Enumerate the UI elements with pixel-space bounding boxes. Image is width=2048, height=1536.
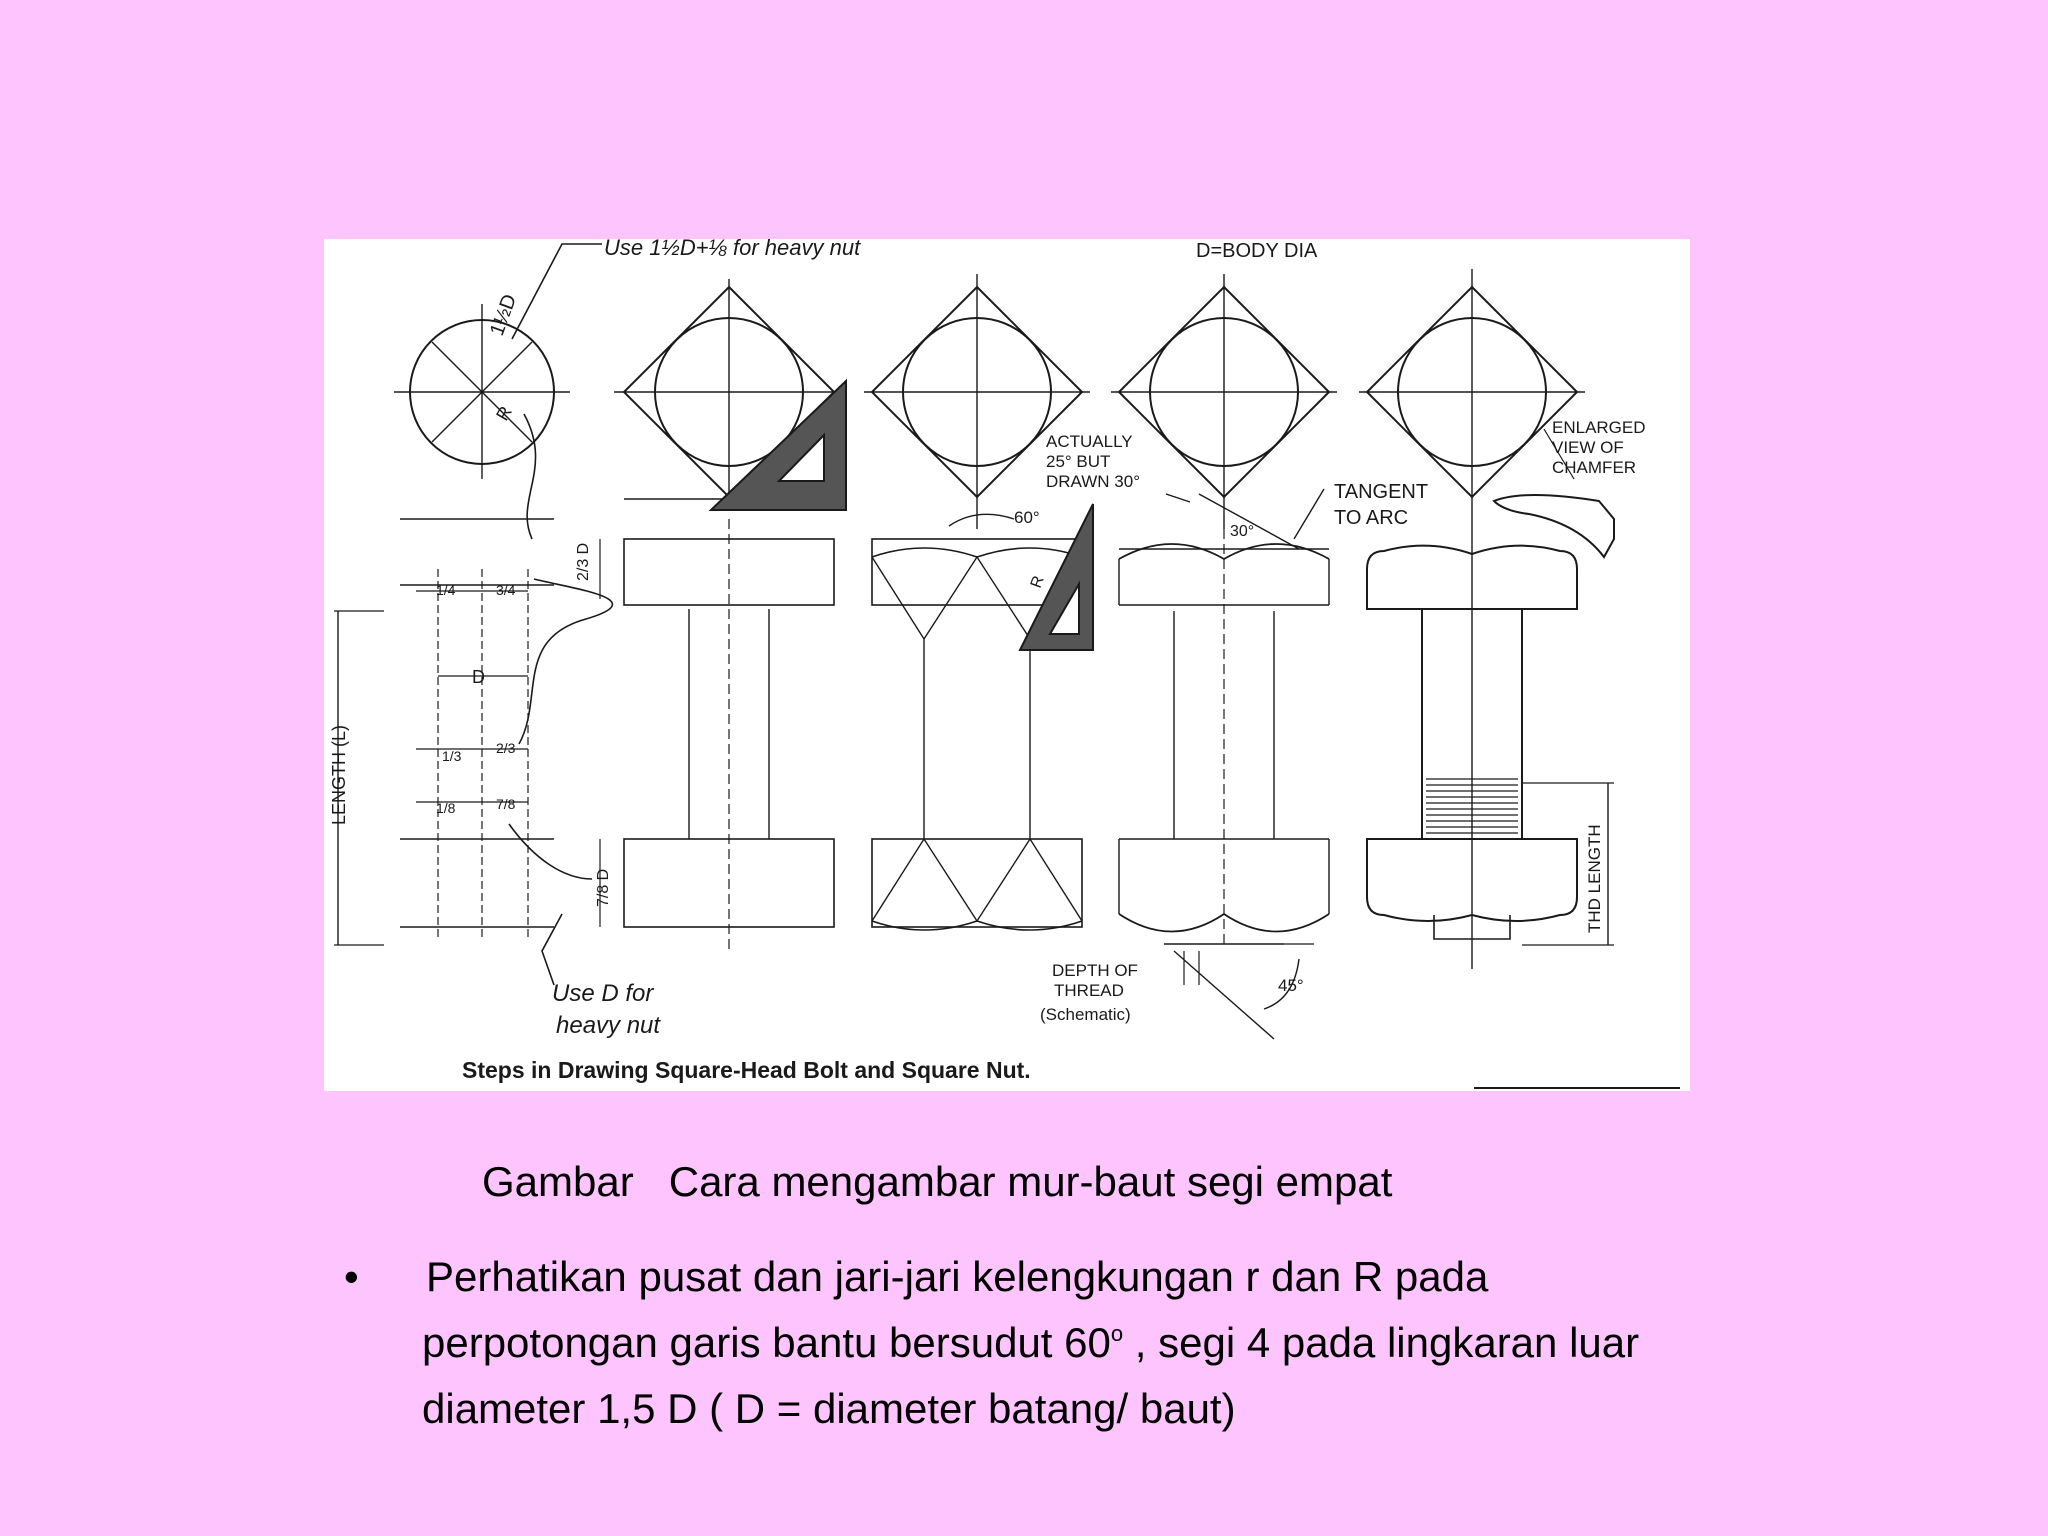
angle-30-label: 30° [1230,523,1254,540]
figure-caption: Gambar Cara mengambar mur-baut segi empa… [482,1158,1392,1206]
bullet-line-2-main: perpotongan garis bantu bersudut 60 [422,1319,1111,1366]
actually-note-line3: DRAWN 30° [1046,472,1140,491]
three-quarter-label: 3/4 [496,582,516,598]
step-1-layout [334,243,614,986]
figure-title: Steps in Drawing Square-Head Bolt and Sq… [462,1057,1031,1083]
step-3-arc-construction [864,274,1094,931]
d-label: D [472,667,485,687]
angle-60-label: 60° [1014,508,1040,527]
caption-text: Cara mengambar mur-baut segi empat [668,1158,1393,1205]
length-label: LENGTH (L) [329,725,349,825]
seven-eighth-label: 7/8 [496,796,516,812]
two-third-label: 2/3 [496,740,516,756]
enlarged-note-line1: ENLARGED [1552,418,1646,437]
enlarged-note-line2: VIEW OF [1552,438,1624,457]
bolt-drawing-figure: Use 1½D+⅛ for heavy nut D=BODY DIA 1½D R… [324,239,1690,1091]
depth-note-line1: DEPTH OF [1052,961,1138,980]
tangent-note-line2: TO ARC [1334,507,1408,529]
body-dia-note: D=BODY DIA [1196,240,1318,262]
bullet-line-2: perpotongan garis bantu bersudut 60o , s… [422,1310,1639,1376]
heavy-nut-body-note-line1: Use D for [552,980,654,1007]
quarter-label: 1/4 [436,582,456,598]
heavy-nut-head-note: Use 1½D+⅛ for heavy nut [604,239,861,260]
enlarged-note-line3: CHAMFER [1552,458,1636,477]
r-label: R [492,403,516,424]
actually-note-line2: 25° BUT [1046,452,1110,471]
head-height-label: 2/3 D [575,543,592,581]
bullet-line-3: diameter 1,5 D ( D = diameter batang/ ba… [422,1385,1236,1432]
step-4-finished-head [1111,274,1337,1040]
angle-45-label: 45° [1278,976,1304,995]
nut-height-label: 7/8 D [595,869,612,907]
depth-note-line2: THREAD [1054,981,1124,1000]
eighth-label: 1/8 [436,800,456,816]
actually-note-line1: ACTUALLY [1046,432,1133,451]
caption-label: Gambar [482,1158,634,1205]
thd-length-label: THD LENGTH [1585,824,1604,933]
depth-note-line3: (Schematic) [1040,1005,1131,1024]
bullet-line-1: Perhatikan pusat dan jari-jari kelengkun… [426,1253,1489,1300]
degree-superscript: o [1110,1321,1124,1346]
step-5-bolt-and-nut [1359,269,1615,969]
third-label: 1/3 [442,748,462,764]
bullet-line-2-rest: , segi 4 pada lingkaran luar [1123,1319,1640,1366]
bullet-symbol: • [344,1253,359,1300]
bolt-drawing-svg: Use 1½D+⅛ for heavy nut D=BODY DIA 1½D R… [329,239,1680,1089]
tangent-note-line1: TANGENT [1334,481,1428,503]
small-r-label: R [1028,574,1048,591]
step-2-head-square [614,279,847,949]
heavy-nut-body-note-line2: heavy nut [556,1012,661,1039]
